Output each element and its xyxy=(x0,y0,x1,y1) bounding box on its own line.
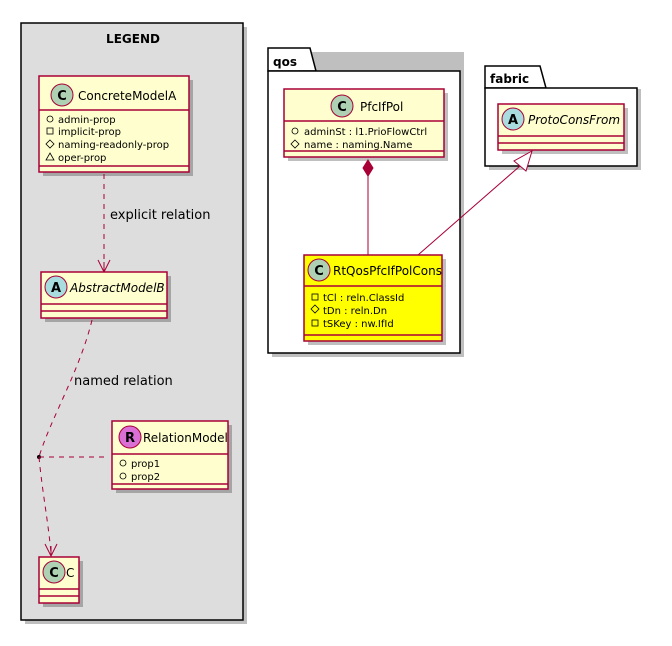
stereotype-letter: C xyxy=(337,100,347,115)
attr-t-dn: tDn : reln.Dn xyxy=(323,306,387,317)
relation-r-icon xyxy=(118,425,142,449)
named-relation-edge: named relation xyxy=(37,319,173,558)
generalization-edge xyxy=(417,149,533,256)
stereotype-letter: A xyxy=(508,113,518,128)
abstract-a-icon xyxy=(501,107,525,131)
protected-icon xyxy=(45,139,55,149)
attr-prop1: prop1 xyxy=(131,459,160,470)
class-proto-cons-from[interactable]: A ProtoConsFrom xyxy=(497,103,628,154)
qos-package-label: qos xyxy=(273,55,297,69)
stereotype-letter: C xyxy=(314,264,324,279)
protected-icon xyxy=(290,139,300,149)
private-icon xyxy=(46,127,54,135)
class-rt-qos-pfc-if-pol-cons[interactable]: C RtQosPfcIfPolCons tCl : reln.ClassId t… xyxy=(303,254,446,345)
class-relation-model[interactable]: R RelationModel prop1 prop2 xyxy=(111,420,232,493)
class-name: ConcreteModelA xyxy=(78,89,177,103)
class-pfc-if-pol[interactable]: C PfcIfPol adminSt : l1.PrioFlowCtrl nam… xyxy=(283,88,448,161)
stereotype-letter: C xyxy=(49,566,59,581)
class-name: PfcIfPol xyxy=(360,100,403,114)
class-abstract-model-b[interactable]: A AbstractModelB xyxy=(40,271,171,322)
class-name: RelationModel xyxy=(143,431,228,445)
stereotype-letter: C xyxy=(57,89,67,104)
class-c[interactable]: C C xyxy=(38,556,83,607)
attr-admin-prop: admin-prop xyxy=(58,115,116,126)
attr-oper-prop: oper-prop xyxy=(58,153,106,164)
class-c-icon xyxy=(42,560,66,584)
legend-title: LEGEND xyxy=(106,32,160,46)
abstract-a-icon xyxy=(44,275,68,299)
class-name: RtQosPfcIfPolCons xyxy=(333,264,442,278)
private-icon xyxy=(311,293,319,301)
package-icon xyxy=(45,152,55,161)
attr-t-cl: tCl : reln.ClassId xyxy=(323,293,404,304)
class-name: C xyxy=(66,566,74,580)
class-c-icon xyxy=(50,83,74,107)
attr-name: name : naming.Name xyxy=(304,140,412,151)
class-c-icon xyxy=(307,258,331,282)
stereotype-letter: A xyxy=(51,281,61,296)
fabric-package-label: fabric xyxy=(490,72,529,86)
class-name: ProtoConsFrom xyxy=(528,113,620,127)
attr-prop2: prop2 xyxy=(131,472,160,483)
protected-icon xyxy=(310,304,320,314)
public-icon xyxy=(291,127,299,135)
explicit-relation-label: explicit relation xyxy=(110,208,210,223)
composition-edge xyxy=(362,159,374,255)
attr-t-s-key: tSKey : nw.IfId xyxy=(323,319,394,330)
attr-implicit-prop: implicit-prop xyxy=(58,127,121,138)
named-relation-label: named relation xyxy=(74,374,173,389)
stereotype-letter: R xyxy=(125,431,135,446)
private-icon xyxy=(311,319,319,327)
public-icon xyxy=(46,115,54,123)
attr-naming-readonly-prop: naming-readonly-prop xyxy=(58,140,169,151)
public-icon xyxy=(119,459,127,467)
public-icon xyxy=(119,472,127,480)
attr-admin-st: adminSt : l1.PrioFlowCtrl xyxy=(304,127,427,138)
class-c-icon xyxy=(330,94,354,118)
class-concrete-model-a[interactable]: C ConcreteModelA admin-prop implicit-pro… xyxy=(38,75,193,176)
class-name: AbstractModelB xyxy=(69,281,165,295)
